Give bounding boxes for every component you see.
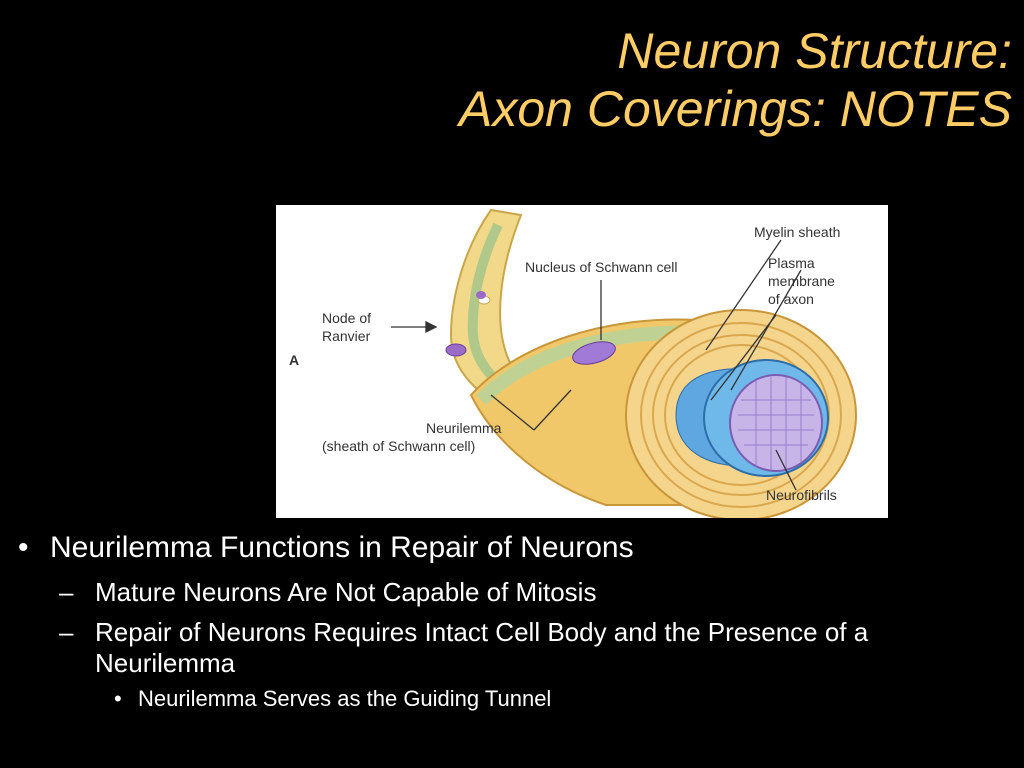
bullet-list: • Neurilemma Functions in Repair of Neur… (18, 528, 1008, 713)
neurilemma-band (476, 325, 697, 406)
small-nucleus (445, 343, 467, 357)
title-line-2: Axon Coverings: NOTES (459, 81, 1012, 137)
small-nucleus (476, 291, 486, 299)
label-nucleus-schwann: Nucleus of Schwann cell (525, 259, 678, 275)
label-plasma-1: Plasma (768, 255, 815, 271)
panel-label: A (289, 352, 299, 368)
label-neurilemma-2: (sheath of Schwann cell) (322, 438, 475, 454)
label-plasma-2: membrane (768, 273, 835, 289)
label-neurilemma-1: Neurilemma (426, 420, 502, 436)
bullet-mark: • (18, 531, 29, 564)
bullet-text: Repair of Neurons Requires Intact Cell B… (95, 617, 869, 678)
label-node-2: Ranvier (322, 328, 371, 344)
bullet-mark: • (114, 686, 122, 711)
bullet-level3: • Neurilemma Serves as the Guiding Tunne… (18, 685, 1008, 713)
axon-diagram: A Myelin sheath Nucleus of Schwann cell … (276, 205, 888, 518)
slide-title: Neuron Structure: Axon Coverings: NOTES (112, 22, 1012, 138)
bullet-level2: – Mature Neurons Are Not Capable of Mito… (18, 577, 1008, 608)
schwann-nucleus (572, 341, 616, 365)
neurofibril-core (729, 374, 823, 472)
bullet-text: Mature Neurons Are Not Capable of Mitosi… (95, 577, 597, 607)
bullet-text: Neurilemma Serves as the Guiding Tunnel (138, 686, 552, 711)
label-neurofibrils: Neurofibrils (766, 487, 837, 503)
bullet-level2: – Repair of Neurons Requires Intact Cell… (18, 617, 1008, 679)
axon-illustration: A Myelin sheath Nucleus of Schwann cell … (289, 208, 857, 518)
bullet-text: Neurilemma Functions in Repair of Neuron… (50, 531, 634, 564)
bullet-level1: • Neurilemma Functions in Repair of Neur… (18, 528, 1008, 568)
dash-mark: – (59, 577, 74, 607)
label-node-1: Node of (322, 310, 371, 326)
myelin-ring (652, 334, 830, 496)
label-myelin-sheath: Myelin sheath (754, 224, 840, 240)
myelin-ring (640, 322, 842, 508)
leader-lines (391, 239, 802, 491)
dash-mark: – (59, 617, 74, 647)
neurofibril-texture (738, 377, 814, 470)
label-plasma-3: of axon (768, 291, 814, 307)
title-line-1: Neuron Structure: (617, 23, 1012, 79)
